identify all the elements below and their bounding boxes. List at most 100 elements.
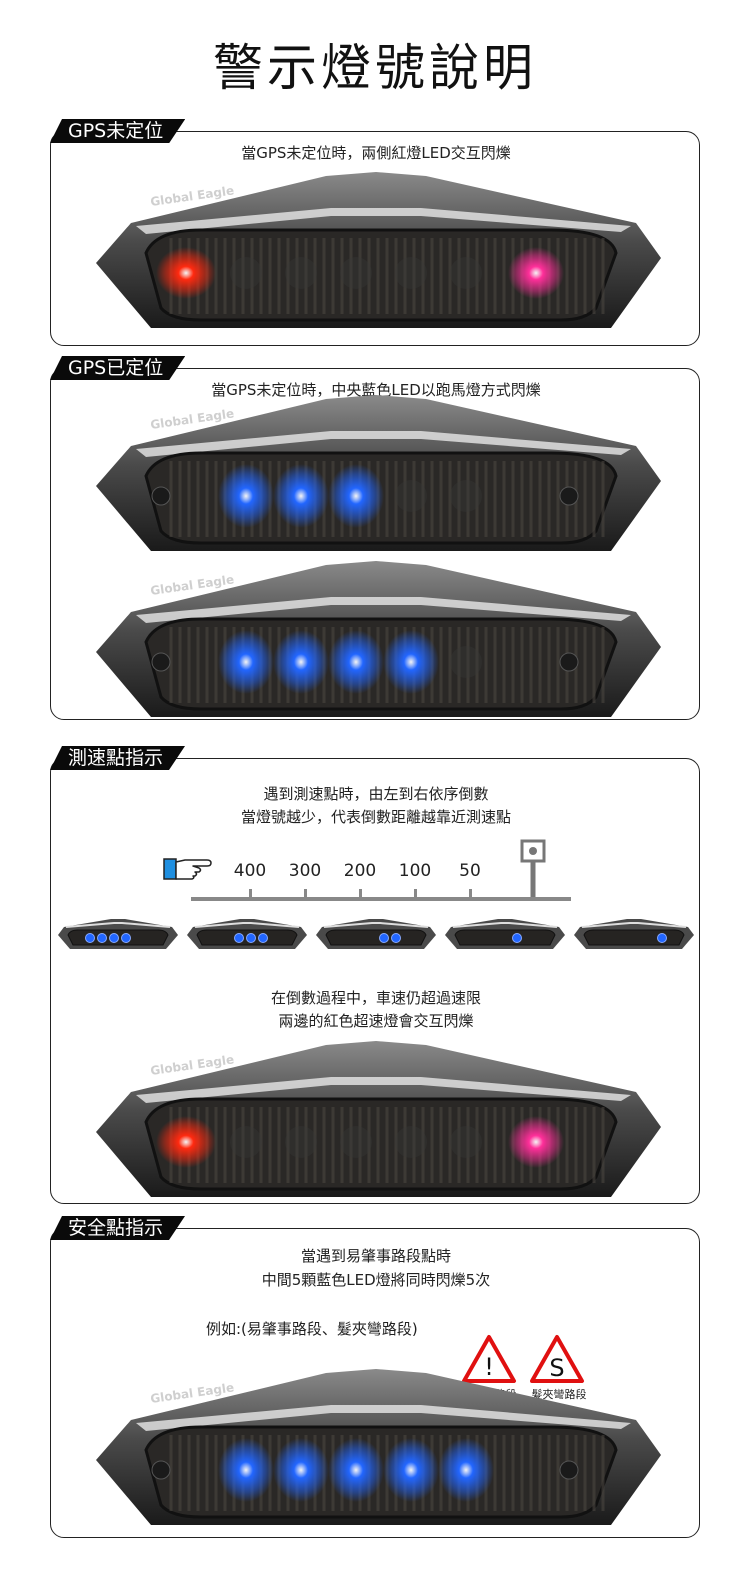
scale-label: 400 — [233, 861, 267, 881]
scale-tick — [414, 889, 417, 899]
tail-lamp: Global Eagle — [96, 561, 661, 717]
tail-lamp: Global Eagle — [96, 395, 661, 551]
section-gps-unlocked: GPS未定位 當GPS未定位時，兩側紅燈LED交互閃爍 Global Eagle — [50, 131, 700, 346]
blue-led-off — [450, 646, 482, 678]
blue-led — [273, 1438, 329, 1502]
scale-label: 300 — [288, 861, 322, 881]
sign-symbol: S — [549, 1354, 564, 1382]
lamp-lens — [144, 1097, 618, 1191]
mini-blue-led — [258, 933, 268, 943]
blue-led — [218, 464, 274, 528]
blue-led-off — [285, 1126, 317, 1158]
section-description: 在倒數過程中，車速仍超過速限 — [270, 989, 481, 1007]
mini-blue-led — [97, 933, 107, 943]
section-description: 當GPS未定位時，兩側紅燈LED交互閃爍 — [241, 144, 511, 162]
scale-label: 50 — [459, 861, 481, 881]
tail-lamp: Global Eagle — [96, 1369, 661, 1525]
distance-scale: 400 300 200 100 50 — [163, 839, 591, 929]
blue-led — [328, 464, 384, 528]
tail-lamp: Global Eagle — [96, 172, 661, 328]
scale-line — [191, 897, 571, 901]
blue-led-off — [395, 257, 427, 289]
mini-blue-led — [379, 933, 389, 943]
blue-led — [383, 630, 439, 694]
mini-lamp-chrome — [194, 922, 300, 928]
lamp-lens — [144, 228, 618, 322]
blue-led — [273, 630, 329, 694]
section-tab: 安全點指示 — [50, 1216, 185, 1240]
section-description: 兩邊的紅色超速燈會交互閃爍 — [278, 1012, 474, 1030]
example-text: 例如:(易肇事路段、髮夾彎路段) — [206, 1320, 418, 1338]
blue-led-off — [450, 480, 482, 512]
side-led-off — [151, 486, 171, 506]
blue-led-off — [395, 1126, 427, 1158]
blue-led-off — [340, 1126, 372, 1158]
section-tab: 測速點指示 — [50, 746, 185, 770]
side-led-off — [151, 652, 171, 672]
blue-led — [383, 1438, 439, 1502]
section-description: 當GPS未定位時，中央藍色LED以跑馬燈方式閃爍 — [211, 381, 541, 399]
section-speed-camera: 測速點指示 遇到測速點時，由左到右依序倒數 當燈號越少，代表倒數距離越靠近測速點… — [50, 758, 700, 1204]
side-led-off — [559, 1460, 579, 1480]
hairpin-sign-icon: S — [530, 1335, 584, 1383]
countdown-lamp-300 — [187, 919, 307, 949]
countdown-lamp-100 — [445, 919, 565, 949]
section-description: 遇到測速點時，由左到右依序倒數 — [263, 785, 489, 803]
blue-led-off — [450, 1126, 482, 1158]
magenta-led — [508, 1116, 564, 1168]
scale-tick — [359, 889, 362, 899]
countdown-lamp-400 — [58, 919, 178, 949]
mini-lamp-lens — [583, 929, 685, 946]
scale-label: 100 — [398, 861, 432, 881]
side-led-off — [559, 486, 579, 506]
side-led-off — [559, 652, 579, 672]
mini-lamp-lens — [454, 929, 556, 946]
blue-led — [438, 1438, 494, 1502]
lamp-chrome-strip — [136, 1077, 631, 1103]
page-title: 警示燈號說明 — [213, 39, 537, 97]
blue-led-off — [285, 257, 317, 289]
mini-lamp-chrome — [452, 922, 558, 928]
mini-blue-led — [85, 933, 95, 943]
side-led-off — [151, 1460, 171, 1480]
countdown-lamp-200 — [316, 919, 436, 949]
lamp-chrome-strip — [136, 208, 631, 234]
blue-led — [218, 1438, 274, 1502]
tail-lamp: Global Eagle — [96, 1041, 661, 1197]
mini-blue-led — [391, 933, 401, 943]
mini-blue-led — [512, 933, 522, 943]
section-gps-locked: GPS已定位 當GPS未定位時，中央藍色LED以跑馬燈方式閃爍 Global E… — [50, 368, 700, 720]
blue-led-off — [395, 480, 427, 512]
mini-blue-led — [234, 933, 244, 943]
scale-tick — [304, 889, 307, 899]
blue-led-off — [450, 257, 482, 289]
scale-tick — [249, 889, 252, 899]
red-led — [156, 247, 216, 299]
scale-label: 200 — [343, 861, 377, 881]
red-led — [156, 1116, 216, 1168]
mini-blue-led — [109, 933, 119, 943]
mini-lamp-chrome — [65, 922, 171, 928]
mini-blue-led — [121, 933, 131, 943]
mini-lamp-chrome — [581, 922, 687, 928]
section-tab: GPS已定位 — [50, 356, 185, 380]
mini-blue-led — [657, 933, 667, 943]
section-safety-point: 安全點指示 當遇到易肇事路段點時 中間5顆藍色LED燈將同時閃爍5次 例如:(易… — [50, 1228, 700, 1538]
section-tab: GPS未定位 — [50, 119, 185, 143]
mini-lamp-chrome — [323, 922, 429, 928]
lamp-chrome-strip — [136, 431, 631, 457]
section-description: 中間5顆藍色LED燈將同時閃爍5次 — [261, 1271, 491, 1289]
blue-led — [273, 464, 329, 528]
blue-led — [328, 1438, 384, 1502]
section-description: 當遇到易肇事路段點時 — [300, 1247, 451, 1265]
blue-led — [328, 630, 384, 694]
blue-led-off — [230, 257, 262, 289]
lamp-chrome-strip — [136, 1405, 631, 1431]
speed-camera-icon — [520, 839, 546, 897]
sign-symbol: ! — [484, 1353, 494, 1381]
mini-blue-led — [246, 933, 256, 943]
warning-sign-icon: ! — [462, 1335, 516, 1383]
magenta-led — [508, 247, 564, 299]
section-description: 當燈號越少，代表倒數距離越靠近測速點 — [240, 808, 511, 826]
pointing-hand-icon — [163, 858, 212, 880]
